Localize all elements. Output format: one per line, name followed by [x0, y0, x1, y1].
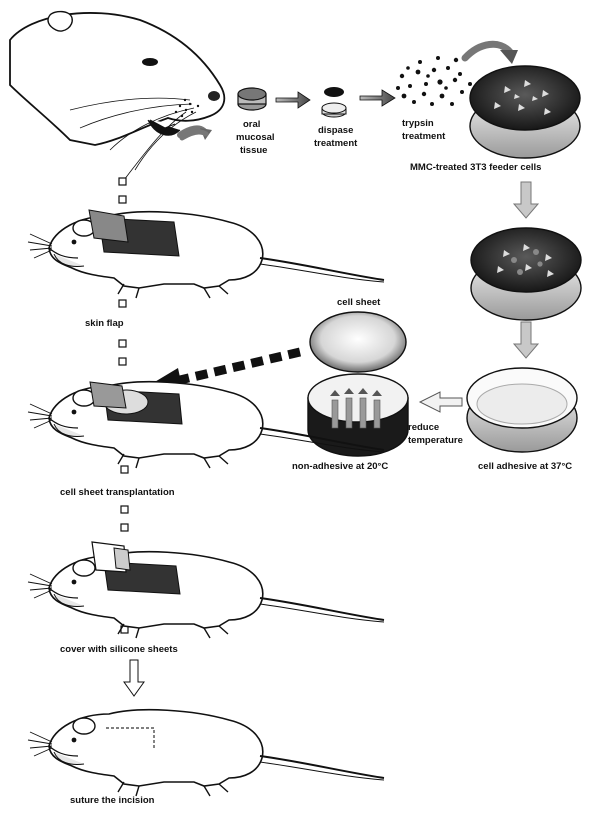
arrow-down-1 — [514, 182, 538, 218]
label-trypsin-line1: trypsin — [402, 118, 434, 129]
label-cell-adhesive: cell adhesive at 37°C — [478, 461, 572, 472]
dish-adhesive — [467, 368, 577, 452]
label-oral-line1: oral — [243, 119, 260, 130]
arrow-to-feeder-head — [500, 50, 518, 64]
arrow-to-trypsin — [360, 90, 395, 106]
label-feeder: MMC-treated 3T3 feeder cells — [410, 162, 541, 173]
label-non-adhesive: non-adhesive at 20°C — [292, 461, 388, 472]
arrow-down-suture — [124, 660, 144, 696]
label-oral-line2: mucosal — [236, 132, 275, 143]
label-dispase-line2: treatment — [314, 138, 358, 149]
trypsin-cells — [396, 56, 472, 106]
label-transplantation: cell sheet transplantation — [60, 487, 175, 498]
cell-sheet — [310, 312, 406, 372]
arrow-reduce-temp — [420, 392, 462, 412]
mouse-suture — [28, 710, 384, 796]
arrow-down-2 — [514, 322, 538, 358]
label-silicone: cover with silicone sheets — [60, 644, 178, 655]
dish-feeder — [470, 66, 580, 158]
mouse-skin-flap — [28, 210, 384, 298]
label-oral-line3: tissue — [240, 145, 267, 156]
oral-tissue-pieces — [238, 88, 266, 110]
rat-head — [10, 12, 224, 185]
label-reduce-line2: temperature — [408, 435, 463, 446]
dish-culture — [471, 228, 581, 320]
mouse-silicone — [28, 542, 384, 638]
label-reduce-line1: reduce — [408, 422, 439, 433]
label-trypsin-line2: treatment — [402, 131, 446, 142]
label-dispase-line1: dispase — [318, 125, 353, 136]
label-skin-flap: skin flap — [85, 318, 124, 329]
dispase-pieces — [322, 87, 346, 117]
label-cell-sheet: cell sheet — [337, 297, 381, 308]
label-suture: suture the incision — [70, 795, 155, 806]
arrow-to-dispase — [276, 92, 310, 108]
